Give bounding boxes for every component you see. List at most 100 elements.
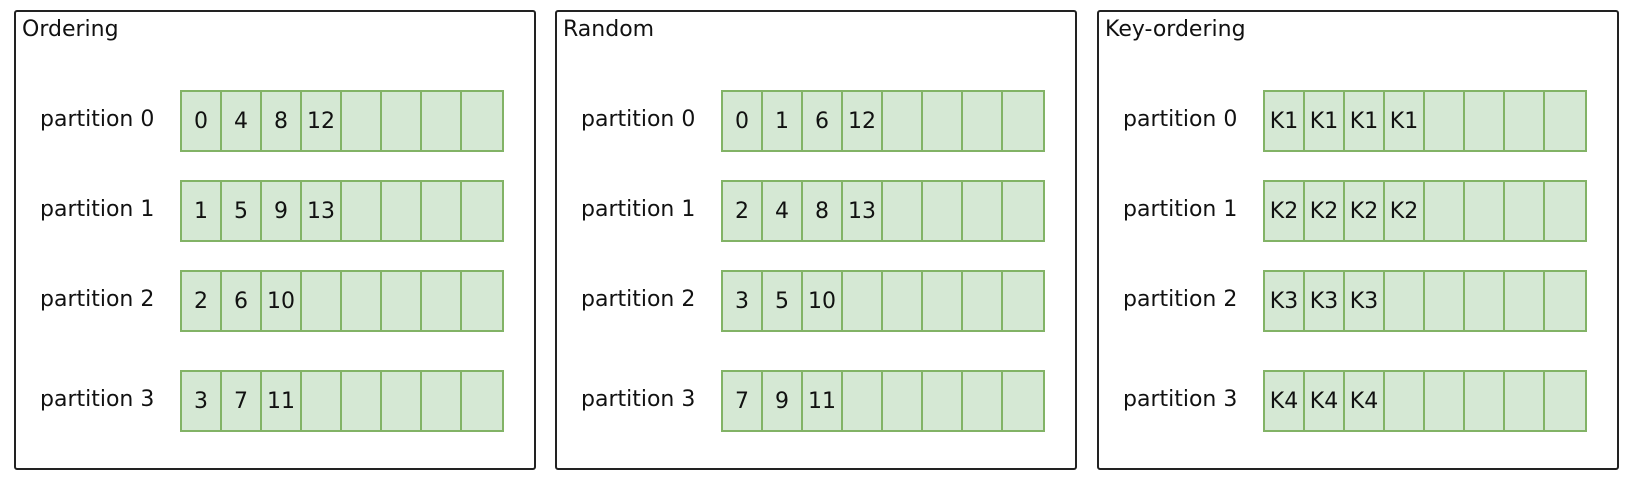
partition-cell <box>1385 372 1425 430</box>
partition-label: partition 1 <box>581 197 696 222</box>
partition-cell: K4 <box>1305 372 1345 430</box>
partition-cell: 1 <box>763 92 803 150</box>
partition-cell: 4 <box>222 92 262 150</box>
partition-cell <box>462 372 502 430</box>
partition-cell <box>1425 372 1465 430</box>
partition-cell <box>342 272 382 330</box>
panel-title: Ordering <box>22 17 119 42</box>
partition-cell <box>1465 372 1505 430</box>
partition-cell <box>342 182 382 240</box>
partition-cell <box>462 92 502 150</box>
partition-label: partition 3 <box>581 387 696 412</box>
partition-cell: 13 <box>302 182 342 240</box>
partition-cell: 11 <box>262 372 302 430</box>
partition-cell: 8 <box>262 92 302 150</box>
partition-cell: 3 <box>182 372 222 430</box>
partition-label: partition 2 <box>581 287 696 312</box>
partition-cell: 9 <box>262 182 302 240</box>
partition-cell: 7 <box>723 372 763 430</box>
partition-cell <box>1385 272 1425 330</box>
panel-title: Key-ordering <box>1105 17 1246 42</box>
partition-cell <box>1505 92 1545 150</box>
partition-cell <box>422 92 462 150</box>
partition-cell <box>1505 272 1545 330</box>
partition-cell <box>923 92 963 150</box>
partition-cell: 13 <box>843 182 883 240</box>
partition-cell <box>1505 372 1545 430</box>
partition-cell: 2 <box>182 272 222 330</box>
partition-cell: 0 <box>723 92 763 150</box>
partition-cell <box>963 92 1003 150</box>
partition-cell: 10 <box>262 272 302 330</box>
partition-cell <box>1425 272 1465 330</box>
partition-cell <box>382 92 422 150</box>
partition-cell <box>1545 182 1585 240</box>
partition-cell <box>302 372 342 430</box>
partition-label: partition 1 <box>1123 197 1238 222</box>
partition-cell <box>1465 272 1505 330</box>
partition-cell: 5 <box>763 272 803 330</box>
partition-cell: K2 <box>1385 182 1425 240</box>
partition-cell <box>1545 272 1585 330</box>
partition-cell <box>963 272 1003 330</box>
partition-cell <box>462 182 502 240</box>
partition-cell: 1 <box>182 182 222 240</box>
partition-label: partition 2 <box>40 287 155 312</box>
partition-label: partition 1 <box>40 197 155 222</box>
partition-cell: 3 <box>723 272 763 330</box>
partition-cell <box>382 272 422 330</box>
partition-cell: 2 <box>723 182 763 240</box>
partition-cell: K3 <box>1305 272 1345 330</box>
partition-cell <box>302 272 342 330</box>
partition-cell <box>923 372 963 430</box>
partition-cell <box>422 182 462 240</box>
partition-cell <box>963 182 1003 240</box>
partition-label: partition 0 <box>1123 107 1238 132</box>
partition-cell: 5 <box>222 182 262 240</box>
partition-cell: K2 <box>1345 182 1385 240</box>
partition-label: partition 0 <box>581 107 696 132</box>
partition-cell <box>1465 92 1505 150</box>
partition-cell: 9 <box>763 372 803 430</box>
partition-cell <box>422 372 462 430</box>
partition-cell <box>963 372 1003 430</box>
partition-label: partition 3 <box>1123 387 1238 412</box>
partition-cell: K1 <box>1305 92 1345 150</box>
partition-cell <box>1545 92 1585 150</box>
partition-cell: 8 <box>803 182 843 240</box>
partition-cell: 12 <box>302 92 342 150</box>
partition-cell: 0 <box>182 92 222 150</box>
partition-cell <box>342 372 382 430</box>
partition-cell <box>843 272 883 330</box>
partition-label: partition 2 <box>1123 287 1238 312</box>
partition-cell <box>1425 92 1465 150</box>
partition-cell <box>462 272 502 330</box>
partition-cell <box>382 182 422 240</box>
partition-cell <box>422 272 462 330</box>
partition-cell: 10 <box>803 272 843 330</box>
partition-cell: 7 <box>222 372 262 430</box>
partition-cell: 4 <box>763 182 803 240</box>
partition-label: partition 3 <box>40 387 155 412</box>
partition-cell <box>883 372 923 430</box>
partition-cell: 12 <box>843 92 883 150</box>
